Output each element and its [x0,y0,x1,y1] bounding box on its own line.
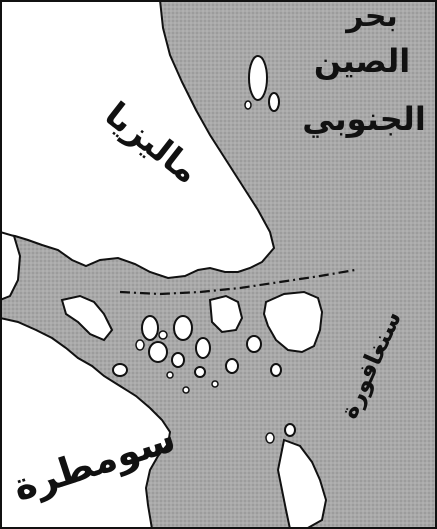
island-small [135,339,145,351]
label-south-china-sea-3: الجنوبي [302,100,426,138]
island-north-1 [248,55,268,101]
island-small [195,337,211,359]
island-small [225,358,239,374]
malay-peninsula [0,0,276,280]
island-south-1 [276,438,328,529]
sumatra [0,316,172,529]
maritime-boundary-line [119,268,356,296]
label-south-china-sea-1: بحر [344,0,398,34]
island-north-3 [244,100,252,110]
island-small [158,330,168,340]
island-small [211,380,219,388]
island-small [148,341,168,363]
island-small [246,335,262,353]
island-small [265,432,275,444]
island-small [141,315,159,341]
island-small [284,423,296,437]
island-small [112,363,128,377]
island-small [173,315,193,341]
island-small [182,386,190,394]
island-north-2 [268,92,280,112]
island-small [171,352,185,368]
island-small [166,371,174,379]
island-west-edge [0,230,22,302]
island-small [270,363,282,377]
island-large-2 [60,294,114,342]
label-south-china-sea-2: الصين [314,42,410,80]
island-large-3 [208,294,244,334]
island-large-1 [262,290,324,354]
island-small [194,366,206,378]
